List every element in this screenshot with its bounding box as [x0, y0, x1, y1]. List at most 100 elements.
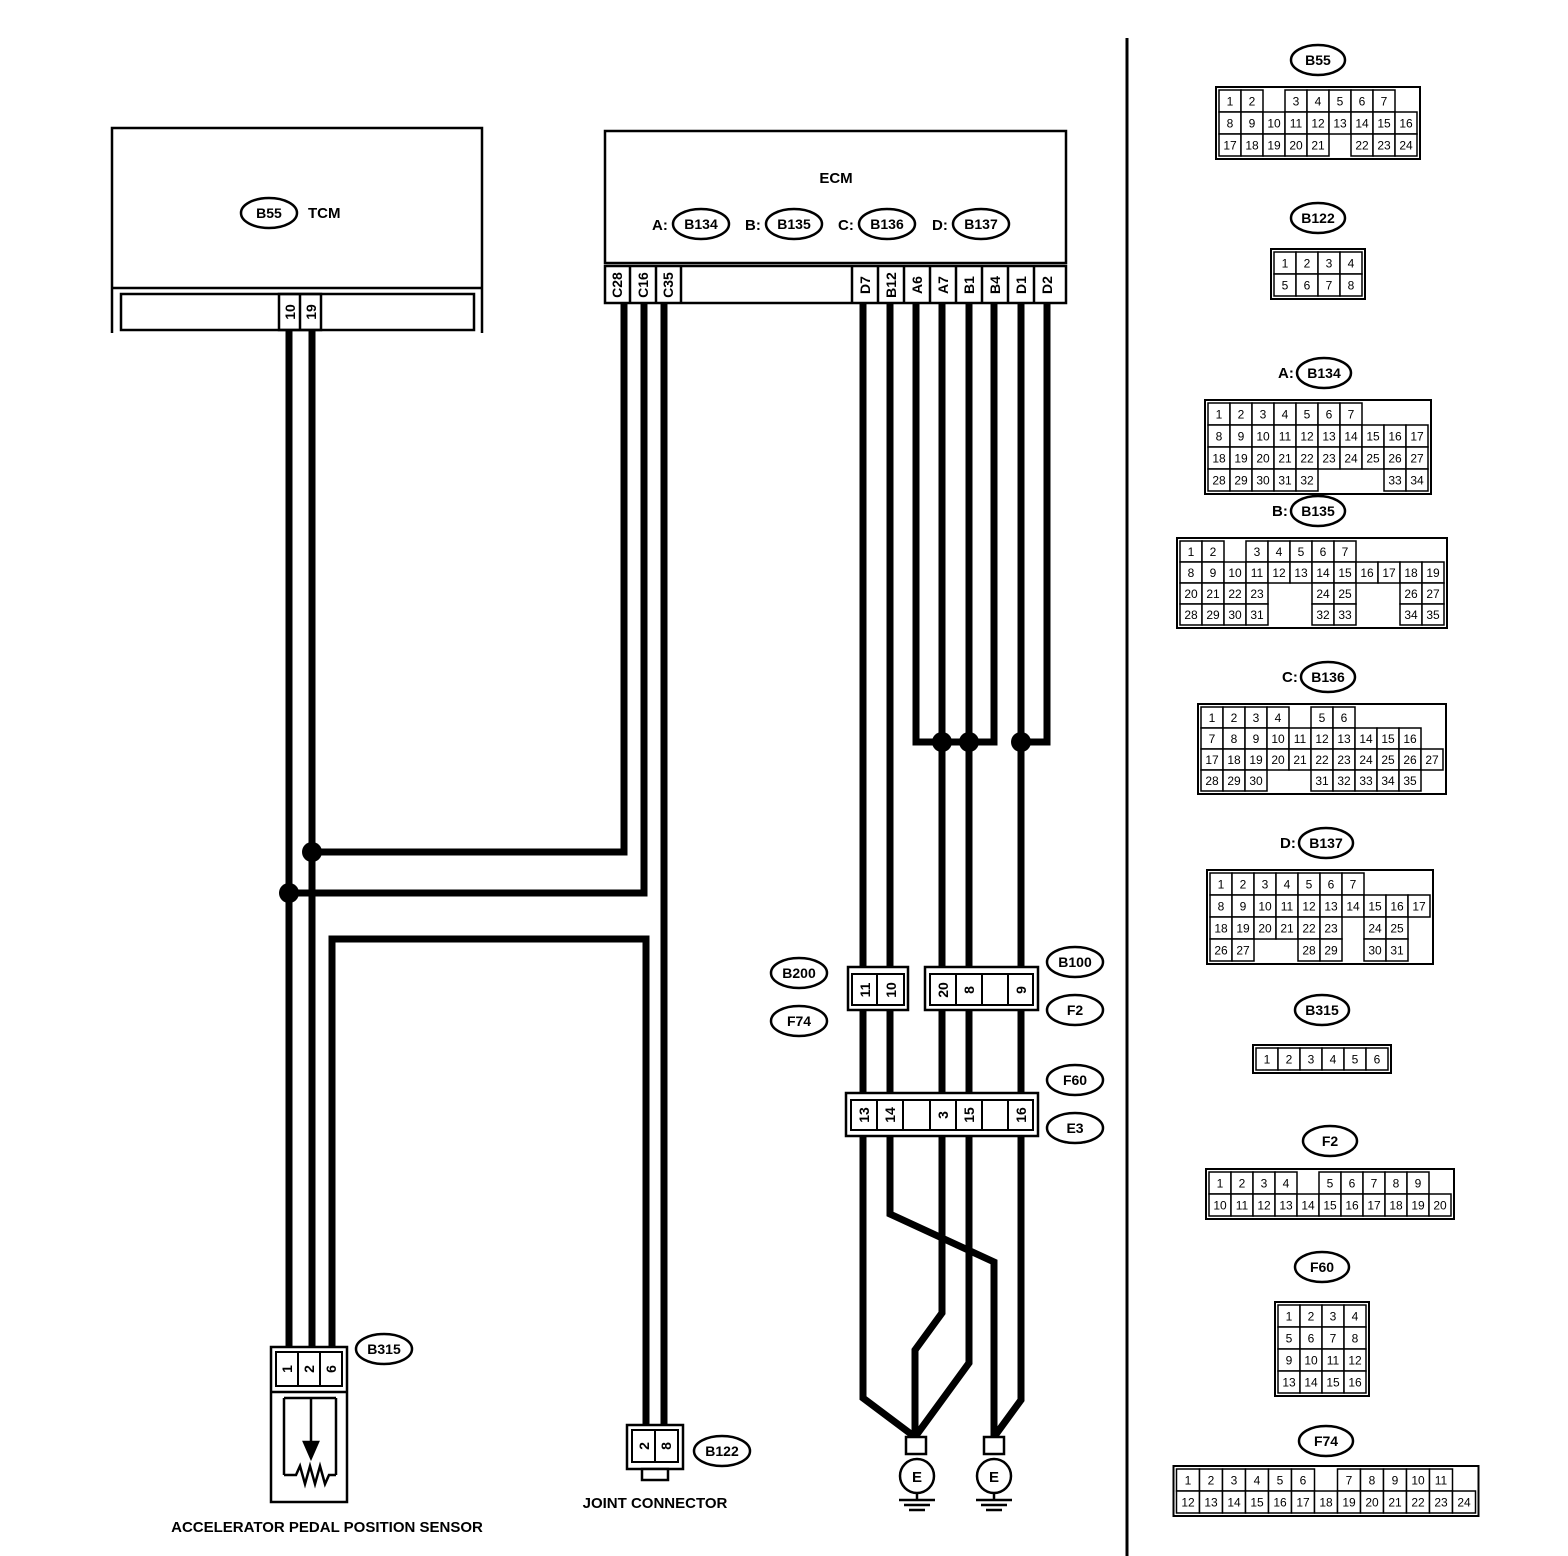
- ecm-pin: C28: [609, 272, 625, 298]
- face-view-pin: 10: [1411, 1474, 1425, 1488]
- face-view-cell: [1244, 769, 1268, 792]
- face-view-pin: 2: [1231, 711, 1238, 725]
- b100-pin: 8: [961, 986, 977, 994]
- face-view-pin: 27: [1410, 452, 1424, 466]
- ground-1: E: [898, 1435, 936, 1512]
- e3-oval: [1045, 1111, 1105, 1145]
- face-view-pin: 7: [1346, 1474, 1353, 1488]
- face-view-id: B55: [1305, 52, 1331, 68]
- f60-id: F60: [1063, 1072, 1087, 1088]
- wire-c16: [289, 303, 648, 897]
- face-view-pin: 19: [1249, 753, 1263, 767]
- face-view-pin: 2: [1239, 1177, 1246, 1191]
- face-view-pin: 23: [1324, 922, 1338, 936]
- face-view-cell: [1451, 1490, 1477, 1514]
- face-view-pin: 1: [1218, 878, 1225, 892]
- face-view-id: F74: [1314, 1433, 1338, 1449]
- ecm-name: ECM: [819, 170, 852, 187]
- ecm-unit: [603, 129, 1068, 305]
- face-view-cell: [1428, 1193, 1452, 1217]
- face-view-cell: [1394, 133, 1418, 157]
- face-view-pin: 33: [1338, 608, 1352, 622]
- face-view-pin: 22: [1228, 587, 1242, 601]
- face-view-cell: [1245, 603, 1269, 626]
- face-view-pin: 16: [1388, 430, 1402, 444]
- face-view-id: B136: [1311, 669, 1345, 685]
- b122-id: B122: [705, 1443, 739, 1459]
- ecm-connector-prefix: C:: [838, 217, 854, 234]
- face-view-pin: 25: [1366, 452, 1380, 466]
- face-view-pin: 25: [1390, 922, 1404, 936]
- face-view-pin: 28: [1184, 608, 1198, 622]
- face-view-pin: 7: [1350, 878, 1357, 892]
- face-view-pin: 3: [1326, 257, 1333, 271]
- face-view-pin: 26: [1404, 587, 1418, 601]
- face-view-pin: 15: [1368, 900, 1382, 914]
- face-view-pin: 3: [1231, 1474, 1238, 1488]
- face-view-pin: 6: [1326, 408, 1333, 422]
- face-view-pin: 15: [1250, 1496, 1264, 1510]
- face-view-pin: 22: [1355, 139, 1369, 153]
- face-view-pin: 4: [1330, 1053, 1337, 1067]
- face-view-pin: 9: [1240, 900, 1247, 914]
- face-view-pin: 6: [1359, 95, 1366, 109]
- face-view-cell: [1407, 894, 1431, 918]
- face-view-cell: [1319, 938, 1343, 962]
- face-view-pin: 22: [1411, 1496, 1425, 1510]
- ecm-connector-id: B136: [870, 216, 904, 232]
- face-view-pin: 17: [1296, 1496, 1310, 1510]
- tcm-unit: [110, 126, 484, 333]
- face-view-housing: [1205, 1168, 1455, 1220]
- ecm-pin: C16: [635, 272, 651, 298]
- face-view-pin: 25: [1381, 753, 1395, 767]
- ecm-connector-prefix: B:: [745, 217, 761, 234]
- face-view-pin: 9: [1249, 117, 1256, 131]
- face-view-pin: 18: [1389, 1199, 1403, 1213]
- face-view-pin: 13: [1337, 732, 1351, 746]
- joint-pin: 2: [636, 1442, 652, 1450]
- ground-label: E: [989, 1469, 999, 1486]
- face-view-housing: [1172, 1465, 1480, 1517]
- face-view-pin: 5: [1337, 95, 1344, 109]
- face-view-cell: [1398, 769, 1422, 792]
- face-view-pin: 1: [1264, 1053, 1271, 1067]
- face-view-pin: 5: [1286, 1332, 1293, 1346]
- splices: [279, 732, 1031, 903]
- face-view-pin: 28: [1205, 774, 1219, 788]
- face-view-pin: 18: [1212, 452, 1226, 466]
- face-view-pin: 8: [1216, 430, 1223, 444]
- ecm-pin: A7: [935, 276, 951, 294]
- face-view-pin: 6: [1349, 1177, 1356, 1191]
- face-view-oval: [1293, 1250, 1351, 1284]
- face-view-pin: 21: [1388, 1496, 1402, 1510]
- face-view-housing: [1206, 869, 1434, 965]
- connector-b100: 20 8 9: [923, 965, 1040, 1012]
- face-view-pin: 6: [1374, 1053, 1381, 1067]
- face-view-pin: 7: [1381, 95, 1388, 109]
- splice-dot: [1011, 732, 1031, 752]
- splice-dot: [932, 732, 952, 752]
- face-view-pin: 10: [1228, 566, 1242, 580]
- face-view-pin: 16: [1403, 732, 1417, 746]
- face-view-pin: 16: [1360, 566, 1374, 580]
- ecm-connector-oval: [951, 207, 1011, 241]
- face-view-pin: 16: [1348, 1376, 1362, 1390]
- face-view-pin: 34: [1381, 774, 1395, 788]
- face-view-id: B315: [1305, 1002, 1339, 1018]
- b200-pin: 11: [857, 982, 873, 997]
- face-view-pin: 3: [1293, 95, 1300, 109]
- f60-pin: 16: [1013, 1107, 1029, 1123]
- face-view-pin: 3: [1308, 1053, 1315, 1067]
- face-view-pin: 16: [1345, 1199, 1359, 1213]
- face-view-pin: 12: [1272, 566, 1286, 580]
- face-view-pin: 1: [1209, 711, 1216, 725]
- face-view-pin: 15: [1326, 1376, 1340, 1390]
- face-view-pin: 32: [1316, 608, 1330, 622]
- ground-2: E: [975, 1435, 1013, 1512]
